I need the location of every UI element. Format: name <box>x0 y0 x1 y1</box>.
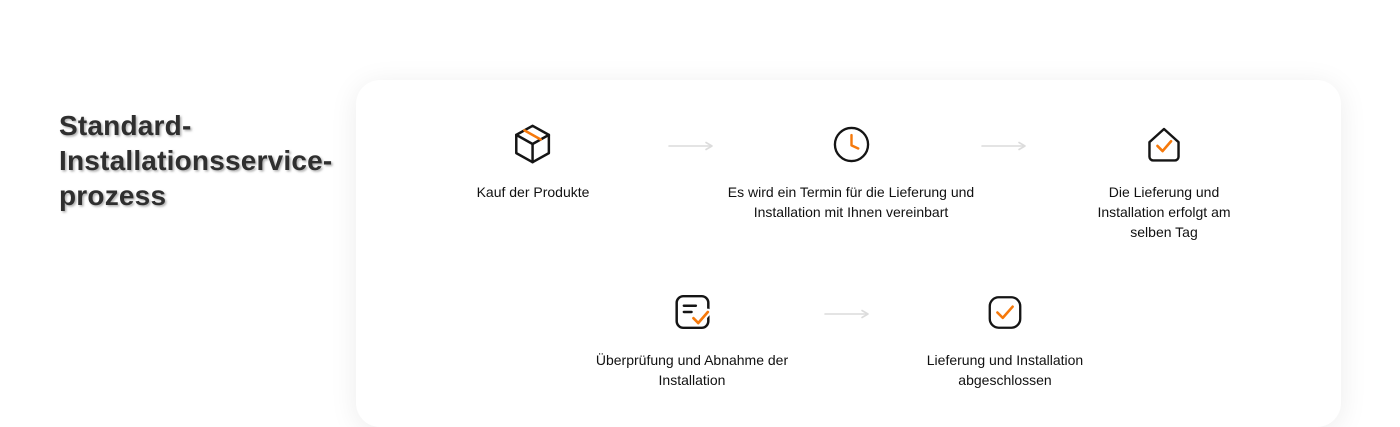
page-title-line: prozess <box>59 180 167 211</box>
page-title-line: Installationsservice- <box>59 145 333 176</box>
package-icon <box>509 120 557 168</box>
house-check-icon <box>1140 120 1188 168</box>
arrow-right-icon <box>824 306 872 319</box>
page-title: Standard- Installationsservice- prozess <box>59 108 332 213</box>
document-check-icon <box>668 288 716 336</box>
process-step-inspection: Überprüfung und Abnahme der Installation <box>590 288 795 390</box>
check-square-icon <box>981 288 1029 336</box>
arrow-right-icon <box>981 138 1029 151</box>
process-step-purchase: Kauf der Produkte <box>476 120 590 202</box>
process-step-delivery: Die Lieferung und Installation erfolgt a… <box>1076 120 1253 242</box>
step-label: Lieferung und Installation abgeschlossen <box>926 352 1084 388</box>
page-title-line: Standard- <box>59 110 192 141</box>
process-card: Kauf der Produkte Es wird ein Termin für… <box>356 80 1341 427</box>
process-step-appointment: Es wird ein Termin für die Lieferung und… <box>726 120 976 222</box>
step-label: Es wird ein Termin für die Lieferung und… <box>727 184 975 220</box>
process-step-completed: Lieferung und Installation abgeschlossen <box>913 288 1098 390</box>
arrow-right-icon <box>668 138 716 151</box>
clock-icon <box>827 120 875 168</box>
step-label: Kauf der Produkte <box>476 184 590 200</box>
step-label: Überprüfung und Abnahme der Installation <box>595 352 789 388</box>
step-label: Die Lieferung und Installation erfolgt a… <box>1097 184 1231 240</box>
